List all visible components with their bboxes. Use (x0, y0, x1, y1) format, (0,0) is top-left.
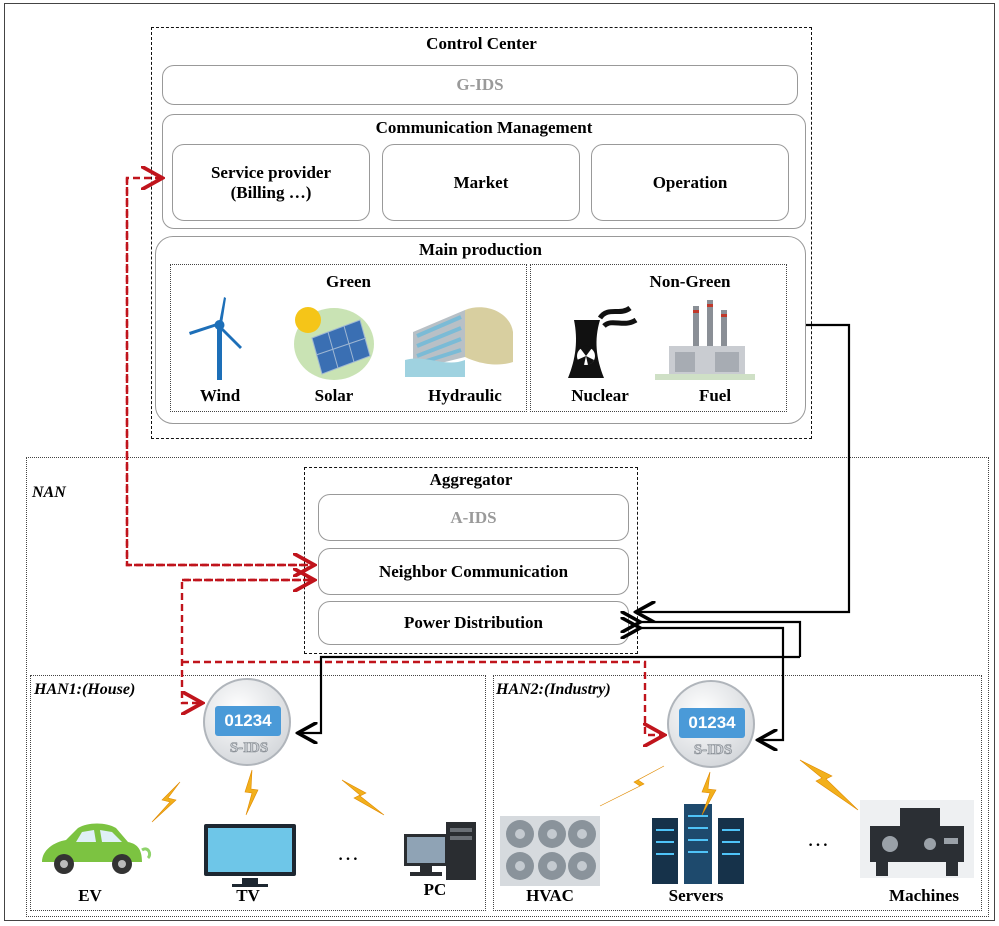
wireless-pc-icon (341, 779, 385, 816)
market-label: Market (453, 172, 509, 192)
meter-display-han1: 01234 (215, 706, 281, 736)
operation-label: Operation (652, 172, 728, 192)
meter-reading-han1: 01234 (224, 711, 272, 730)
power-link-han1 (300, 655, 800, 733)
comm-link-han2 (182, 660, 662, 735)
service-provider-label: Service provider (210, 162, 332, 182)
tv-icon (204, 824, 296, 887)
service-provider-box: Service provider (Billing …) (172, 144, 370, 221)
ev-label: EV (78, 886, 102, 905)
meter-label-han1: S-IDS (229, 740, 269, 757)
servers-icon (652, 804, 744, 884)
comm-mgmt-title: Communication Management (375, 118, 593, 137)
wind-turbine-icon (189, 297, 242, 380)
fuel-plant-icon (655, 300, 755, 380)
comm-link-control-nan-return (125, 178, 312, 565)
operation-box: Operation (591, 144, 789, 221)
control-center-title: Control Center (426, 34, 537, 53)
service-provider-sub-label: (Billing …) (230, 182, 312, 202)
machines-icon (860, 800, 974, 878)
neighbor-comm-label: Neighbor Communication (378, 561, 569, 581)
power-dist-label: Power Distribution (404, 613, 543, 632)
wireless-hvac-icon (599, 765, 665, 807)
aids-label: A-IDS (450, 507, 497, 527)
pc-icon (404, 822, 476, 880)
power-link-generation (638, 323, 851, 612)
han1-label: HAN1:(House) (34, 681, 136, 698)
han1-box (30, 675, 486, 911)
gids-box: G-IDS (162, 65, 798, 105)
wireless-ev-icon (151, 781, 181, 823)
hydraulic-label: Hydraulic (428, 386, 502, 405)
comm-link-han1 (180, 578, 312, 680)
nuclear-plant-icon (568, 305, 638, 378)
power-link-han2-return (638, 622, 802, 657)
tv-label: TV (236, 886, 260, 905)
wind-label: Wind (199, 386, 241, 405)
wireless-servers-icon (701, 771, 717, 816)
comm-link-control-nan (125, 178, 306, 567)
nan-box (26, 457, 989, 917)
diagram-frame (4, 3, 995, 921)
hvac-icon (500, 816, 600, 886)
non-green-box (530, 264, 787, 412)
hydraulic-dam-icon (405, 307, 513, 377)
han2-label: HAN2:(Industry) (496, 681, 611, 698)
solar-label: Solar (314, 386, 354, 405)
main-production-title: Main production (419, 240, 542, 259)
servers-label: Servers (668, 886, 724, 905)
comm-link-han1-arrow (180, 680, 200, 703)
power-link-han2 (638, 628, 785, 740)
wireless-tv-icon (244, 769, 259, 816)
nan-label: NAN (32, 484, 66, 501)
wireless-machines-icon (799, 759, 859, 811)
control-center-box (151, 27, 812, 439)
hvac-label: HVAC (526, 886, 574, 905)
market-box: Market (382, 144, 580, 221)
machines-label: Machines (889, 886, 959, 905)
power-dist-box: Power Distribution (318, 601, 629, 645)
gids-label: G-IDS (456, 75, 504, 94)
smart-meter-han1: 01234 S-IDS (203, 678, 291, 766)
non-green-title: Non-Green (649, 272, 731, 291)
nuclear-label: Nuclear (571, 386, 629, 405)
aggregator-title: Aggregator (429, 470, 513, 489)
fuel-label: Fuel (698, 386, 732, 405)
neighbor-comm-box: Neighbor Communication (318, 548, 629, 595)
aids-box: A-IDS (318, 494, 629, 541)
ev-car-icon (42, 823, 152, 874)
han1-ellipsis: … (337, 840, 359, 865)
pc-label: PC (423, 880, 447, 899)
han2-ellipsis: … (807, 826, 829, 851)
solar-panel-icon (294, 307, 374, 380)
green-box (170, 264, 527, 412)
green-title: Green (325, 272, 371, 291)
